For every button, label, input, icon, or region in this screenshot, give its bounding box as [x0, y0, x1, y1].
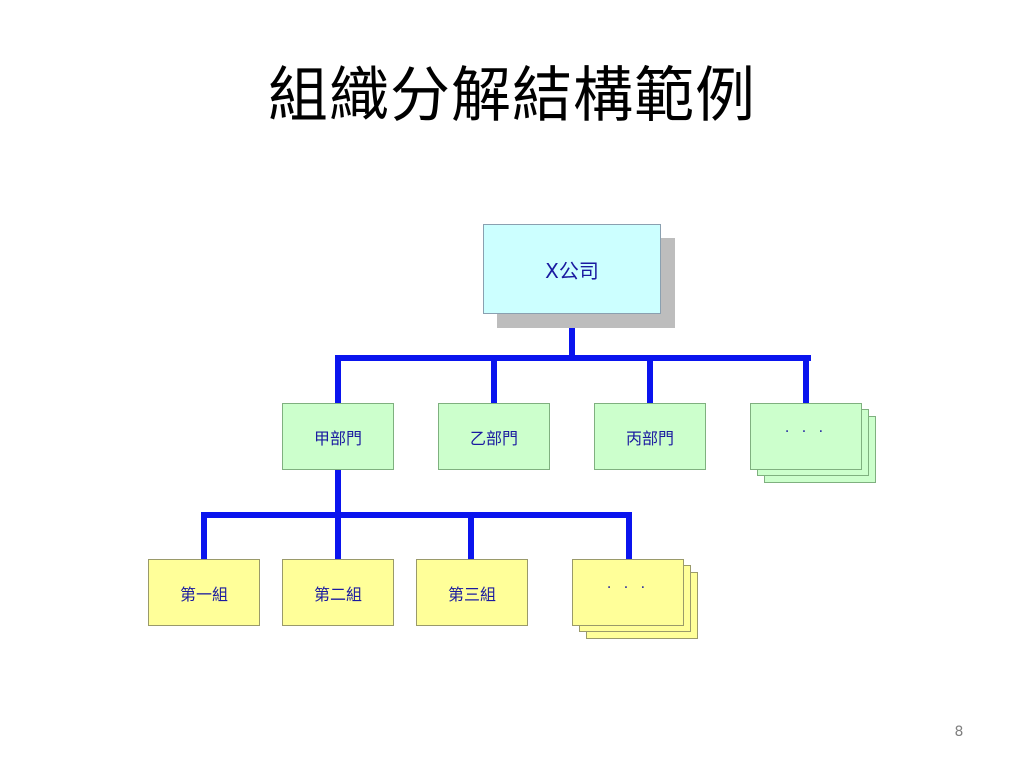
org-node-root: X公司 [483, 224, 661, 314]
connector-dept-bus [335, 355, 811, 361]
connector-group-1-drop [201, 512, 207, 561]
org-node-group-more-label: · · · [606, 580, 650, 596]
connector-dept-3-drop [647, 355, 653, 405]
org-node-group-2: 第二組 [282, 559, 394, 626]
connector-dept-1-drop [335, 355, 341, 405]
slide-title: 組織分解結構範例 [268, 61, 756, 131]
org-node-department-1: 甲部門 [282, 403, 394, 470]
org-node-group-3: 第三組 [416, 559, 528, 626]
connector-dept-2-drop [491, 355, 497, 405]
org-node-department-3: 丙部門 [594, 403, 706, 470]
org-node-department-3-label: 丙部門 [625, 428, 674, 448]
org-node-root-label: X公司 [545, 258, 599, 283]
connector-group-2-drop [335, 512, 341, 561]
org-node-department-2: 乙部門 [438, 403, 550, 470]
connector-root-stem [569, 312, 575, 359]
org-node-group-3-label: 第三組 [447, 584, 496, 604]
connector-dept-4-drop [803, 355, 809, 405]
org-node-department-more-label: · · · [784, 424, 828, 440]
connector-group-bus [201, 512, 632, 518]
org-node-group-2-label: 第二組 [313, 584, 362, 604]
connector-group-4-drop [626, 512, 632, 561]
org-node-group-1-label: 第一組 [179, 584, 228, 604]
org-node-department-more: · · · [750, 403, 862, 470]
connector-group-stem [335, 468, 341, 518]
page-number: 8 [954, 724, 964, 740]
org-node-department-2-label: 乙部門 [469, 428, 518, 448]
org-node-group-more: · · · [572, 559, 684, 626]
connector-group-3-drop [468, 512, 474, 561]
org-node-department-1-label: 甲部門 [313, 428, 362, 448]
org-node-group-1: 第一組 [148, 559, 260, 626]
